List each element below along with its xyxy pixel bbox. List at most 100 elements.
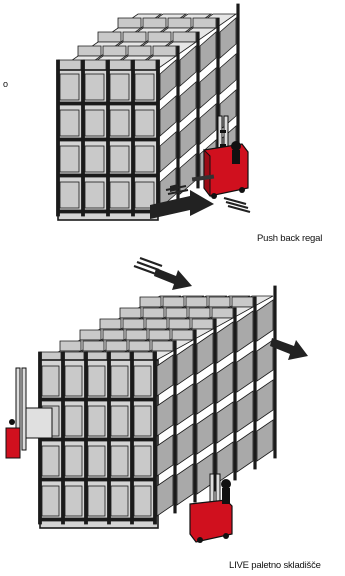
pallet-top <box>103 46 126 56</box>
pallet-front <box>42 446 59 476</box>
pallet-top <box>140 297 161 307</box>
push-back-rack-illustration <box>57 4 251 220</box>
rack-upright <box>82 60 85 216</box>
pallet-front <box>85 182 104 208</box>
pallet-front <box>60 74 79 100</box>
pallet-top <box>78 46 101 56</box>
pallet-top <box>80 330 101 340</box>
rack-beam <box>58 138 83 141</box>
rack-beam <box>58 174 83 177</box>
rack-beam <box>132 518 155 521</box>
pallet-top <box>186 297 207 307</box>
rack-beam <box>133 138 158 141</box>
rack-upright <box>157 60 159 216</box>
pallet-top <box>168 18 191 28</box>
rack-upright <box>237 4 239 160</box>
pallet-top <box>153 46 176 56</box>
pallet-top <box>189 308 210 318</box>
rack-beam <box>108 174 133 177</box>
pallet-front <box>60 146 79 172</box>
pallet-front <box>42 486 59 516</box>
rack-upright <box>108 352 111 524</box>
pallet-front <box>135 146 154 172</box>
rack-upright <box>234 308 236 480</box>
pallet-top <box>232 297 253 307</box>
pallet-front <box>111 446 128 476</box>
pallet-side <box>197 373 213 414</box>
pallet-front <box>110 182 129 208</box>
pallet-top <box>123 32 146 42</box>
pallet-top <box>149 330 170 340</box>
pallet-front <box>85 146 104 172</box>
pallet-front <box>65 486 82 516</box>
pallet-front <box>65 446 82 476</box>
pallet-side <box>217 322 233 363</box>
pallet-top <box>143 18 166 28</box>
pallet-side <box>220 54 236 94</box>
pallet-side <box>237 431 253 472</box>
pallet-side <box>200 104 216 144</box>
rack-upright <box>174 341 176 513</box>
pallet-top <box>83 341 104 351</box>
pallet-side <box>177 464 193 505</box>
pallet-side <box>160 132 176 172</box>
pallet-top <box>103 330 124 340</box>
rack-beam <box>83 210 108 213</box>
pallet-top <box>58 60 81 70</box>
pallet-side <box>180 154 196 194</box>
rack-upright <box>57 60 60 216</box>
rack-beam <box>86 398 109 401</box>
rack-beam <box>83 102 108 105</box>
pallet-front <box>110 146 129 172</box>
pallet-top <box>120 308 141 318</box>
rack-beam <box>40 478 63 481</box>
pallet-front <box>85 110 104 136</box>
pallet-side <box>197 413 213 454</box>
rack-front-pallets <box>57 60 160 216</box>
rack-upright <box>254 297 256 469</box>
floor-stripes <box>224 198 250 212</box>
rack-beam <box>40 518 63 521</box>
rack-beam <box>63 438 86 441</box>
pallet-side <box>217 362 233 403</box>
pallet-top <box>128 46 151 56</box>
pallet-front <box>111 406 128 436</box>
pallet-top <box>163 297 184 307</box>
rack-beam <box>40 398 63 401</box>
pallet-front <box>88 486 105 516</box>
pallet-top <box>98 32 121 42</box>
pallet-front <box>110 74 129 100</box>
pallet-top <box>209 297 230 307</box>
rack-beam <box>58 210 83 213</box>
pallet-front <box>135 110 154 136</box>
pallet-top <box>83 60 106 70</box>
rack-beam <box>109 438 132 441</box>
pallet-front <box>111 486 128 516</box>
rack-upright <box>177 46 179 202</box>
pallet-front <box>134 486 151 516</box>
pallet-top <box>193 18 216 28</box>
pallet-side <box>177 344 193 385</box>
rack-upright <box>274 286 276 458</box>
rack-front-pallets-live <box>39 352 157 524</box>
pallet-front <box>134 446 151 476</box>
pallet-front <box>110 110 129 136</box>
pallet-top <box>152 341 173 351</box>
pallet-side <box>157 355 173 396</box>
pallet-front <box>134 366 151 396</box>
caption-push-back-rack: Push back regal <box>257 233 322 244</box>
pallet-top <box>166 308 187 318</box>
rack-beam <box>109 478 132 481</box>
pallet-front <box>88 446 105 476</box>
rack-beam <box>132 398 155 401</box>
pallet-side <box>237 311 253 352</box>
pallet-front <box>65 366 82 396</box>
rack-upright <box>132 60 135 216</box>
pallet-side <box>177 424 193 465</box>
pallet-front <box>60 110 79 136</box>
pallet-top <box>133 60 156 70</box>
pallet-top <box>106 341 127 351</box>
rack-beam <box>108 102 133 105</box>
pallet-top <box>173 32 196 42</box>
pallet-side <box>180 82 196 122</box>
